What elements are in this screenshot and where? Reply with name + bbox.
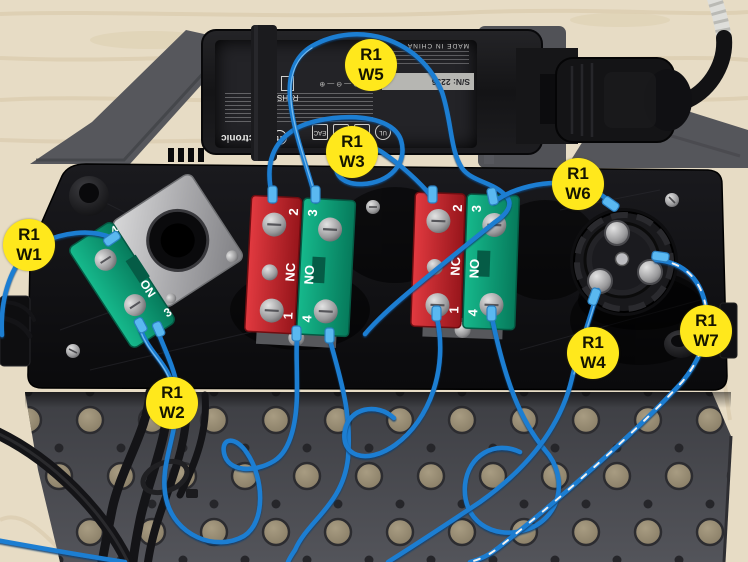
svg-text:NC: NC [282,262,298,282]
ac-power-plug [540,0,733,143]
wire-b-loop1 [342,315,443,459]
wire-ferrules [102,185,670,344]
svg-text:2: 2 [286,208,301,216]
no-block-green: 3 NO 4 [462,193,520,331]
wire-b-loop2 [462,315,562,535]
svg-text:4: 4 [299,314,314,323]
svg-text:NO: NO [301,265,317,285]
no-block-green: 3 NO 4 [295,197,357,338]
velcro-strap [251,25,277,161]
svg-text:4: 4 [465,308,480,317]
black-wire [0,300,36,322]
left-edge-port [0,295,31,367]
circular-connector [570,208,702,330]
nc-block-red: 2 NC 1 [410,191,466,329]
dome-button [69,176,109,216]
adapter-vents [168,148,204,162]
solder-cups [587,220,663,294]
zip-tie [140,458,190,496]
svg-text:NC: NC [448,256,464,276]
svg-text:1: 1 [280,312,295,320]
wire-w3 [267,114,435,203]
svg-text:NO: NO [466,259,482,279]
wire-snippet [0,538,128,562]
terminal-pair-b: 2 NC 1 3 NO 4 [410,191,520,340]
svg-text:1: 1 [446,306,461,314]
svg-text:3: 3 [305,209,320,217]
blue-wires [0,32,710,562]
black-wire [0,315,33,339]
svg-text:3: 3 [469,205,484,213]
toggle-switch: 4 NO 3 [69,173,243,348]
svg-text:2: 2 [450,204,465,212]
wire-w5 [287,32,512,337]
wire-a4-loop [285,337,351,562]
black-cable-bundle [0,387,209,562]
terminal-pair-a: 2 NC 1 3 NO 4 [244,194,357,348]
nc-block-red: 2 NC 1 [244,194,303,335]
